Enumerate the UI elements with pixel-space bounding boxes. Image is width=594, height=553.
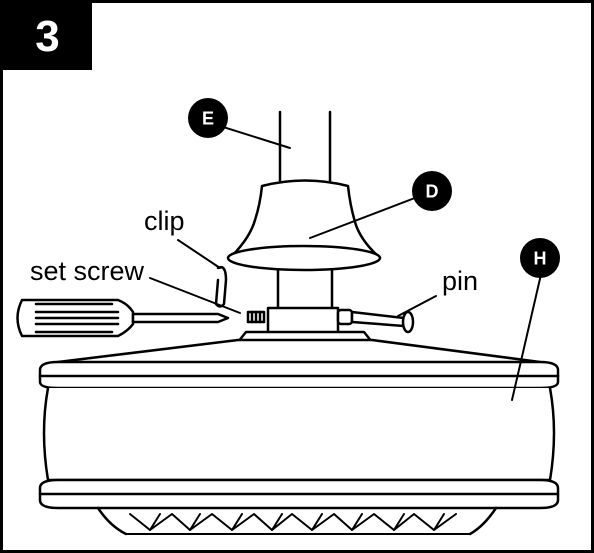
label-pin: pin [442, 266, 478, 296]
motor-housing [40, 340, 558, 534]
coupler [238, 270, 372, 342]
callout-h: H [520, 238, 560, 278]
screwdriver [18, 300, 229, 336]
clip [216, 267, 226, 306]
leader-clip [178, 240, 220, 268]
callout-e: E [188, 98, 228, 138]
bottom-grille [126, 514, 470, 534]
callout-h-letter: H [534, 249, 547, 269]
label-set-screw: set screw [30, 256, 145, 286]
set-screw [248, 312, 264, 322]
leader-pin [398, 296, 436, 316]
callout-d: D [412, 171, 452, 211]
downrod [280, 112, 330, 185]
label-clip: clip [144, 206, 185, 236]
coupling-cover [228, 181, 380, 271]
callout-e-letter: E [202, 109, 214, 129]
step-number-badge: 3 [3, 3, 92, 70]
callout-d-letter: D [426, 182, 439, 202]
